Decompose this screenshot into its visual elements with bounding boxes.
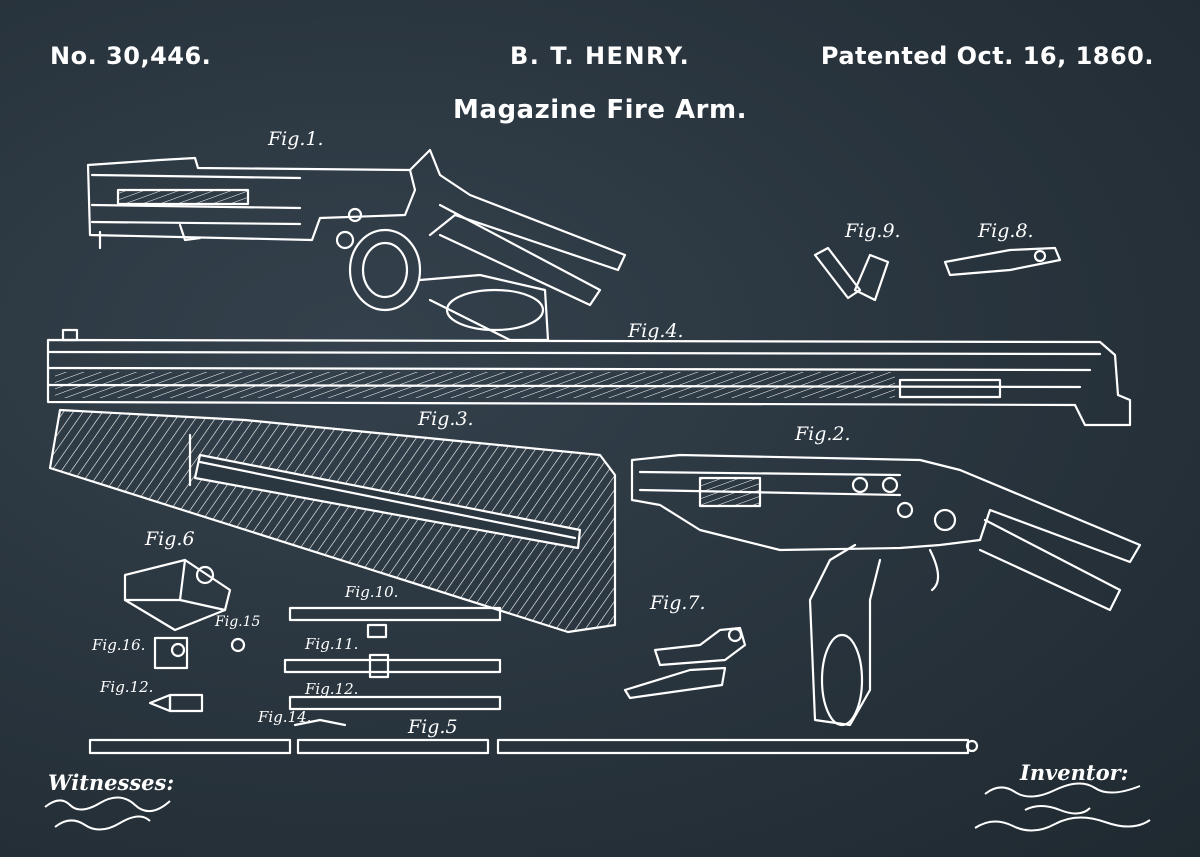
witness-signatures	[44, 796, 171, 831]
fig3-label: Fig.3.	[418, 408, 474, 430]
inventor-signatures	[974, 782, 1151, 832]
fig6-drawing	[123, 558, 232, 632]
fig16-label: Fig.16.	[92, 636, 146, 654]
patent-number: No. 30,446.	[50, 42, 212, 70]
fig6-label: Fig.6	[145, 528, 195, 550]
fig8-label: Fig.8.	[978, 220, 1034, 242]
fig11-label: Fig.11.	[305, 635, 359, 653]
fig2-label: Fig.2.	[795, 423, 851, 445]
fig12-label: Fig.12.	[305, 680, 359, 698]
fig5-drawing	[88, 738, 979, 755]
patent-title: Magazine Fire Arm.	[453, 95, 747, 125]
fig15-label: Fig.15	[215, 614, 261, 630]
inventor-name: B. T. HENRY.	[510, 42, 691, 70]
fig7-drawing	[623, 626, 747, 700]
fig1-drawing	[86, 148, 627, 342]
fig3-drawing	[48, 408, 617, 634]
fig8-drawing	[943, 246, 1062, 277]
fig4-label: Fig.4.	[628, 320, 684, 342]
fig1-label: Fig.1.	[268, 128, 324, 150]
fig7-label: Fig.7.	[650, 592, 706, 614]
small-parts-drawing	[148, 606, 502, 727]
fig14-label: Fig.14.	[258, 708, 312, 726]
fig2-drawing	[630, 453, 1142, 727]
fig9-drawing	[813, 246, 890, 302]
witnesses-label: Witnesses:	[48, 770, 175, 795]
fig4-drawing	[46, 328, 1132, 427]
fig12b-label: Fig.12.	[100, 678, 154, 696]
fig10-label: Fig.10.	[345, 583, 399, 601]
fig9-label: Fig.9.	[845, 220, 901, 242]
fig5-label: Fig.5	[408, 716, 458, 738]
patent-date: Patented Oct. 16, 1860.	[820, 42, 1154, 70]
inventor-label: Inventor:	[1020, 760, 1129, 785]
